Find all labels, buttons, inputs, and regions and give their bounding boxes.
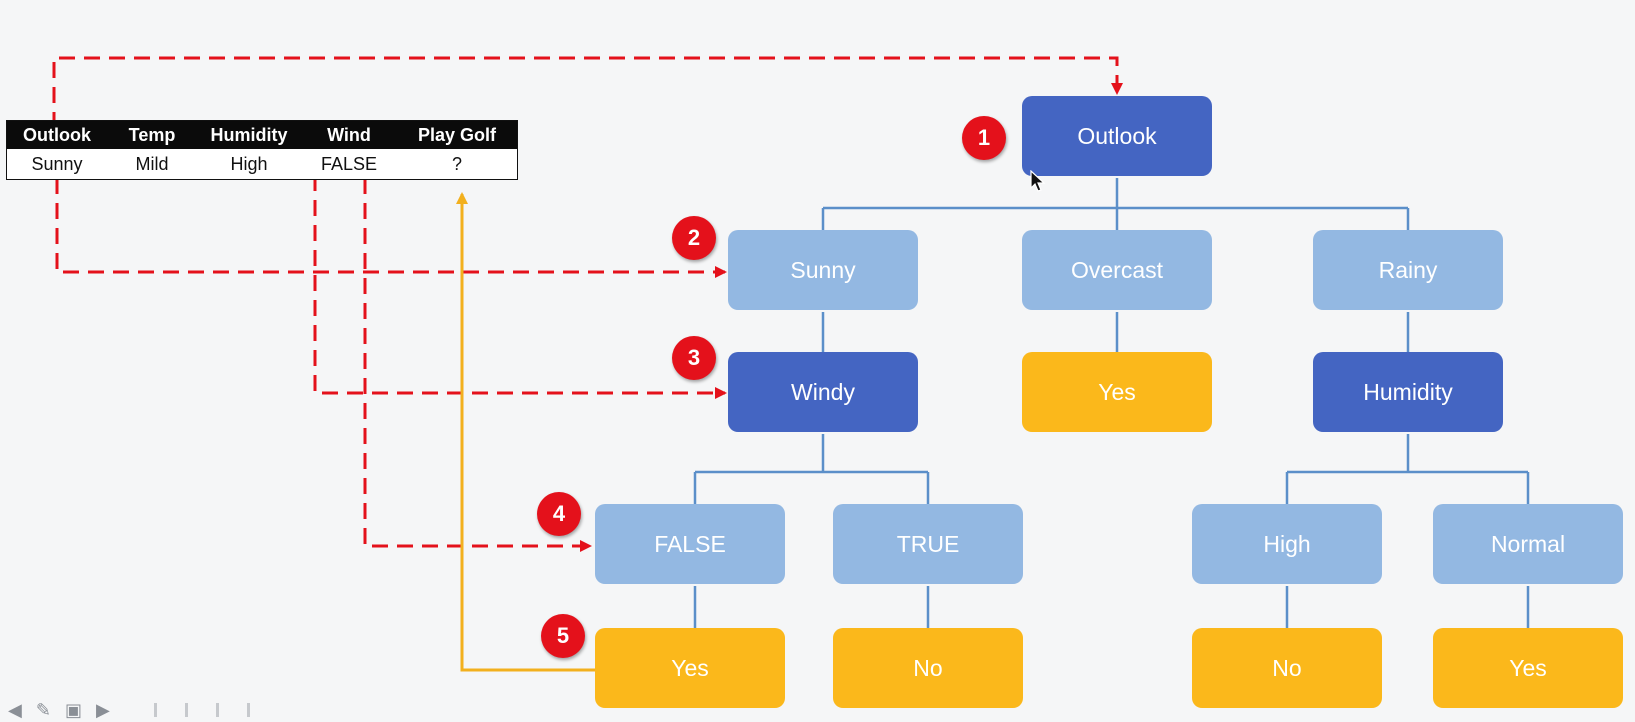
step-badge-1: 1	[962, 116, 1006, 160]
table-header-play-golf: Play Golf	[417, 124, 497, 145]
node-overcast-yes: Yes	[1022, 352, 1212, 432]
step-badge-2: 2	[672, 216, 716, 260]
progress-mark	[153, 703, 157, 717]
progress-mark	[184, 703, 188, 717]
result-arrow	[456, 192, 597, 672]
trace-arrow-sunny	[55, 178, 727, 278]
table-header-wind: Wind	[327, 124, 371, 145]
node-normal-yes: Yes	[1433, 628, 1623, 708]
table-cell-temp: Mild	[135, 153, 169, 174]
step-badge-3: 3	[672, 336, 716, 380]
node-false-yes: Yes	[595, 628, 785, 708]
table-header-row: Outlook Temp Humidity Wind Play Golf	[7, 121, 517, 149]
node-sunny: Sunny	[728, 230, 918, 310]
trace-arrow-false	[363, 178, 592, 552]
table-cell-humidity: High	[230, 153, 268, 174]
slide-progress-marks	[153, 703, 250, 717]
connector-humidity-branches	[1285, 434, 1530, 504]
pointer-cursor-icon	[1030, 169, 1046, 197]
next-icon[interactable]: ▶	[95, 699, 110, 720]
table-cell-play-golf: ?	[451, 153, 462, 174]
table-cell-outlook: Sunny	[31, 153, 83, 174]
step-badge-5: 5	[541, 614, 585, 658]
node-overcast: Overcast	[1022, 230, 1212, 310]
step-badge-4: 4	[537, 492, 581, 536]
tree-connectors	[693, 178, 1530, 628]
slide-icon[interactable]: ▣	[64, 699, 82, 720]
table-cell-wind: FALSE	[320, 153, 378, 174]
node-true: TRUE	[833, 504, 1023, 584]
node-false: FALSE	[595, 504, 785, 584]
connector-outlook-branches	[821, 178, 1410, 230]
node-high: High	[1192, 504, 1382, 584]
node-normal: Normal	[1433, 504, 1623, 584]
connector-windy-branches	[693, 434, 930, 504]
node-high-no: No	[1192, 628, 1382, 708]
sample-data-table: Outlook Temp Humidity Wind Play Golf Sun…	[6, 120, 518, 180]
pen-icon[interactable]: ✎	[35, 699, 51, 720]
table-header-humidity: Humidity	[210, 124, 288, 145]
node-humidity: Humidity	[1313, 352, 1503, 432]
node-windy: Windy	[728, 352, 918, 432]
prev-icon[interactable]: ◀	[8, 699, 22, 720]
node-rainy: Rainy	[1313, 230, 1503, 310]
progress-mark	[215, 703, 219, 717]
slide-controls: ◀ ✎ ▣ ▶	[0, 698, 428, 722]
node-true-no: No	[833, 628, 1023, 708]
table-header-outlook: Outlook	[23, 124, 91, 145]
table-header-temp: Temp	[128, 124, 176, 145]
node-outlook: Outlook	[1022, 96, 1212, 176]
progress-mark	[246, 703, 250, 717]
trace-arrow-outlook	[52, 56, 1123, 128]
table-row: Sunny Mild High FALSE ?	[7, 149, 517, 179]
